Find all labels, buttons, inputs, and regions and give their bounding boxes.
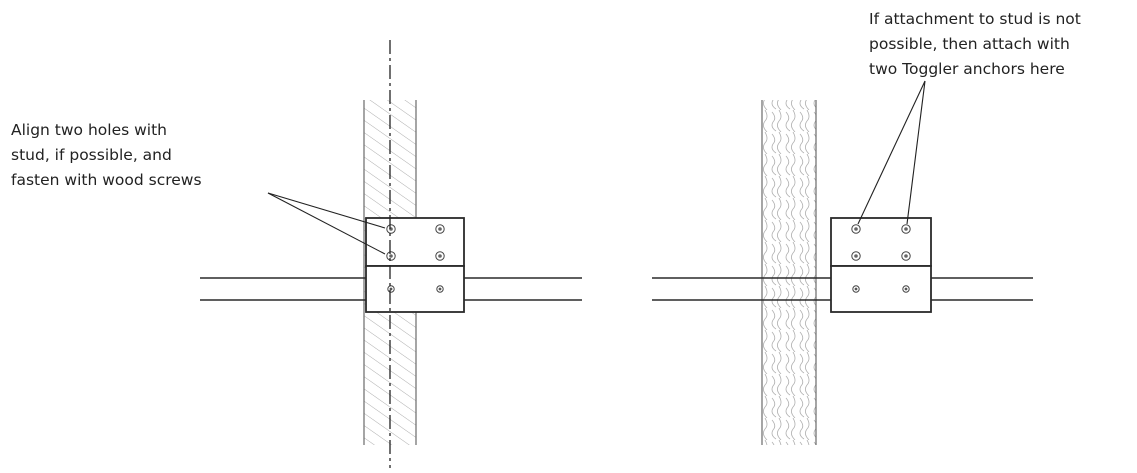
- right-holes: [851, 224, 911, 293]
- right-bracket: [830, 217, 932, 313]
- screw-hole-icon: [852, 285, 860, 293]
- left-leader-lines: [267, 192, 386, 255]
- right-wall: [761, 100, 817, 445]
- screw-hole-icon: [386, 224, 396, 234]
- left-bracket: [365, 217, 465, 313]
- right-callout: If attachment to stud is not possible, t…: [869, 10, 1086, 78]
- right-callout-line: If attachment to stud is not: [869, 10, 1081, 28]
- left-callout-line: fasten with wood screws: [11, 171, 202, 189]
- screw-hole-icon: [851, 251, 861, 261]
- right-callout-line: two Toggler anchors here: [869, 60, 1065, 78]
- screw-hole-icon: [387, 285, 395, 293]
- left-holes: [386, 224, 445, 293]
- screw-hole-icon: [435, 251, 445, 261]
- right-assembly: If attachment to stud is not possible, t…: [652, 10, 1086, 445]
- left-callout-line: Align two holes with: [11, 121, 167, 139]
- right-callout-line: possible, then attach with: [869, 35, 1070, 53]
- left-callout: Align two holes with stud, if possible, …: [11, 121, 202, 189]
- left-assembly: Align two holes with stud, if possible, …: [11, 40, 582, 468]
- screw-hole-icon: [901, 224, 911, 234]
- screw-hole-icon: [386, 251, 396, 261]
- left-callout-line: stud, if possible, and: [11, 146, 172, 164]
- right-leader-lines: [857, 80, 926, 225]
- screw-hole-icon: [436, 285, 444, 293]
- screw-hole-icon: [901, 251, 911, 261]
- screw-hole-icon: [902, 285, 910, 293]
- screw-hole-icon: [435, 224, 445, 234]
- screw-hole-icon: [851, 224, 861, 234]
